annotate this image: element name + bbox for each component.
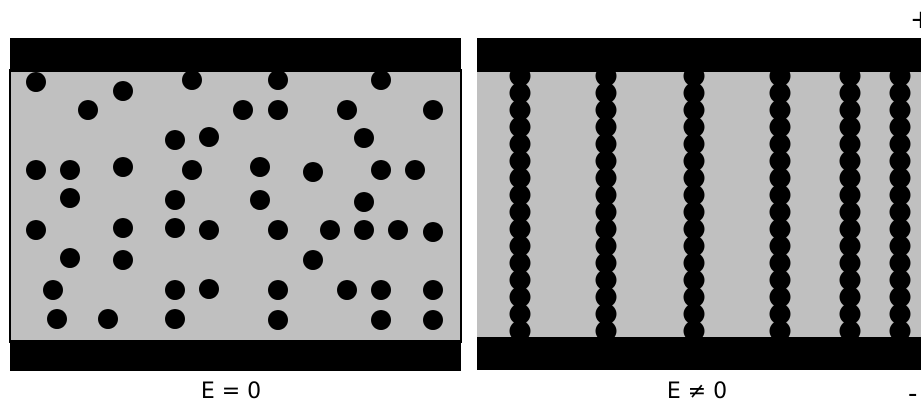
particle: [233, 100, 253, 120]
particle: [371, 280, 391, 300]
particle: [113, 157, 133, 177]
particle: [354, 128, 374, 148]
particle: [165, 280, 185, 300]
panel-no-field: E = 0: [10, 38, 461, 403]
panel-with-field: E ≠ 0: [477, 38, 921, 403]
particle: [47, 309, 67, 329]
particle: [268, 280, 288, 300]
bottom-electrode-sign: -: [908, 379, 917, 403]
particle: [371, 310, 391, 330]
particle: [268, 70, 288, 90]
particle: [405, 160, 425, 180]
particle: [250, 157, 270, 177]
particle: [354, 220, 374, 240]
particle: [423, 310, 443, 330]
chain-particle: [596, 321, 617, 342]
particle: [268, 310, 288, 330]
particle: [303, 250, 323, 270]
particle: [182, 160, 202, 180]
caption-with-field: E ≠ 0: [667, 379, 727, 403]
particle: [320, 220, 340, 240]
particle: [26, 220, 46, 240]
particle: [371, 70, 391, 90]
particle: [423, 280, 443, 300]
particle: [165, 130, 185, 150]
particle: [26, 72, 46, 92]
particle: [43, 280, 63, 300]
particle: [337, 100, 357, 120]
particle: [250, 190, 270, 210]
top-electrode-left: [10, 38, 461, 72]
particle: [113, 250, 133, 270]
particle: [165, 190, 185, 210]
chain-particle: [684, 321, 705, 342]
particle: [165, 218, 185, 238]
chain-particle: [840, 321, 861, 342]
particle: [303, 162, 323, 182]
particle: [113, 81, 133, 101]
particle: [182, 70, 202, 90]
particle: [337, 280, 357, 300]
particle: [165, 309, 185, 329]
caption-no-field: E = 0: [201, 379, 261, 403]
particle: [60, 160, 80, 180]
particle: [388, 220, 408, 240]
chain-particle: [770, 321, 791, 342]
particle: [60, 188, 80, 208]
particle: [78, 100, 98, 120]
particle: [113, 218, 133, 238]
particle: [423, 100, 443, 120]
particle: [98, 309, 118, 329]
particle: [199, 279, 219, 299]
bottom-electrode-left: [10, 340, 461, 371]
bottom-electrode-right: [477, 337, 921, 370]
top-electrode-sign: +: [910, 5, 921, 35]
particle: [268, 220, 288, 240]
particle: [60, 248, 80, 268]
chain-particle: [890, 321, 911, 342]
particle: [371, 160, 391, 180]
particle: [423, 222, 443, 242]
particle: [26, 160, 46, 180]
particle: [268, 100, 288, 120]
chain-particle: [510, 321, 531, 342]
particle: [199, 220, 219, 240]
particle: [199, 127, 219, 147]
particle: [354, 192, 374, 212]
